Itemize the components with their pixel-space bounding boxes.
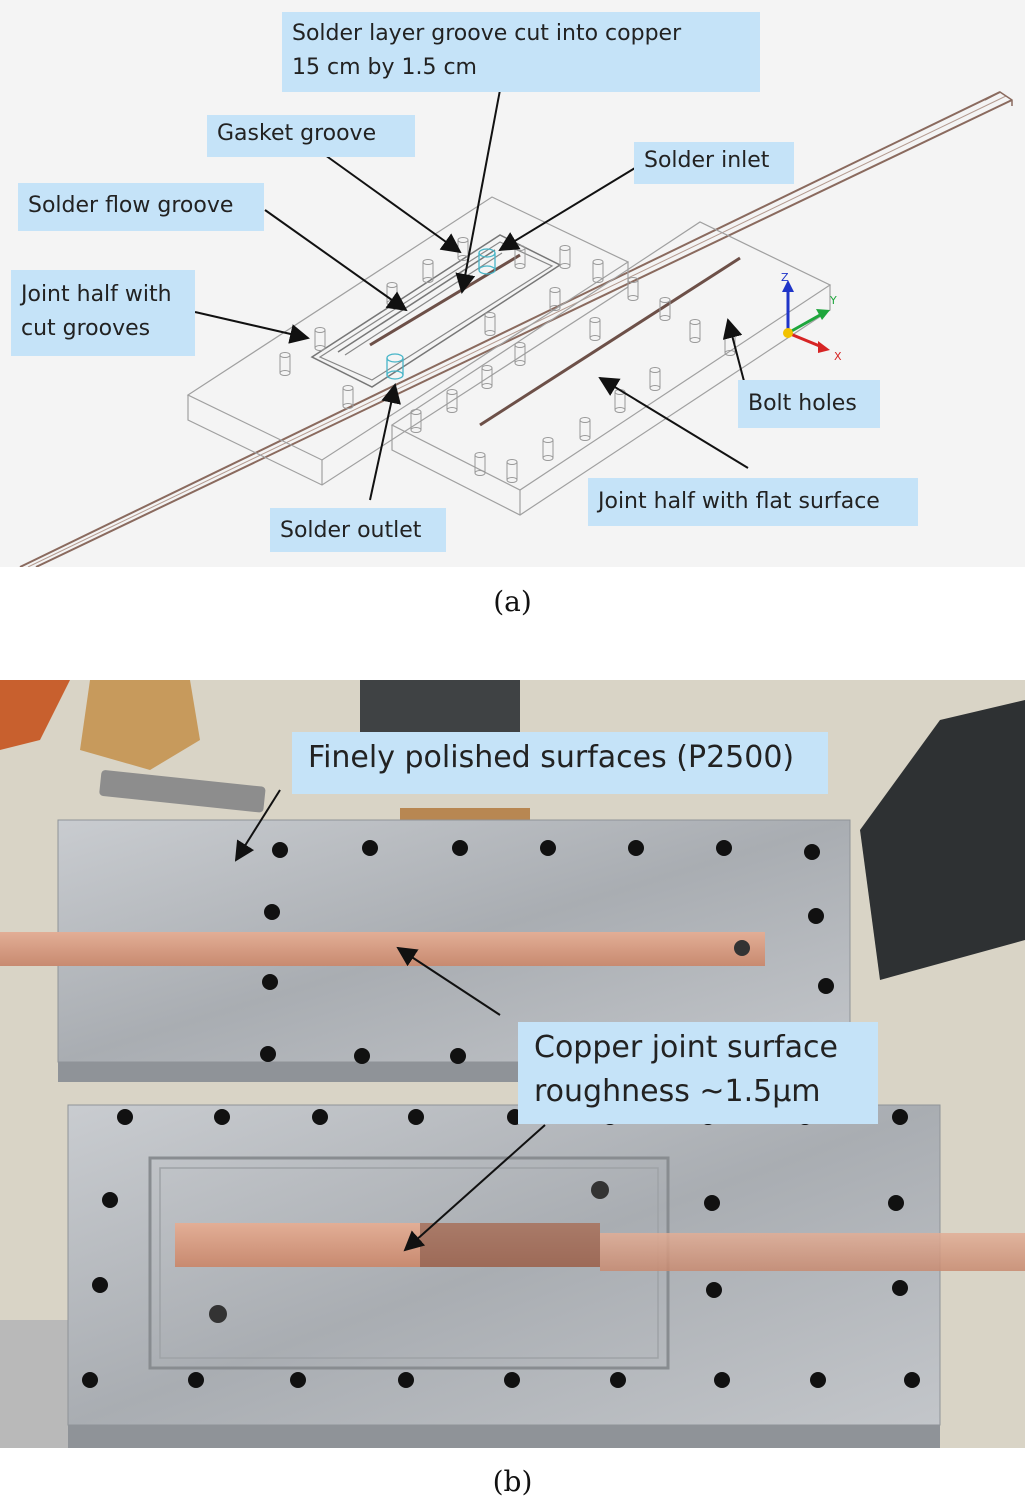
label-solder-outlet-text: Solder outlet — [280, 518, 422, 543]
label-copper-roughness-line1: Copper joint surface — [534, 1030, 838, 1065]
bolt-hole-cylinder — [542, 437, 554, 461]
label-solder-flow-groove-text: Solder flow groove — [28, 193, 234, 218]
bolt-hole — [810, 1372, 826, 1388]
joint-half-cut-grooves — [186, 196, 630, 486]
solder-outlet-cylinder — [386, 353, 404, 380]
bolt-hole — [704, 1195, 720, 1211]
bolt-holes — [279, 237, 736, 483]
bolt-hole-cylinder — [279, 352, 291, 376]
bolt-hole-cylinder — [649, 367, 661, 391]
bolt-hole — [504, 1372, 520, 1388]
bolt-hole — [706, 1282, 722, 1298]
photo-panel: Finely polished surfaces (P2500) Copper … — [0, 680, 1025, 1448]
bolt-hole-cylinder — [659, 297, 671, 321]
bolt-hole-cylinder — [559, 245, 571, 269]
label-polished-surfaces: Finely polished surfaces (P2500) — [292, 732, 828, 794]
label-solder-layer-groove-line2: 15 cm by 1.5 cm — [292, 55, 477, 80]
bolt-hole — [450, 1048, 466, 1064]
label-joint-half-cut-line1: Joint half with — [21, 282, 172, 307]
bolt-hole — [92, 1277, 108, 1293]
bolt-hole — [408, 1109, 424, 1125]
bolt-hole — [888, 1195, 904, 1211]
label-joint-half-flat: Joint half with flat surface — [588, 478, 918, 526]
bolt-hole — [818, 978, 834, 994]
label-polished-surfaces-text: Finely polished surfaces (P2500) — [308, 740, 795, 775]
label-solder-inlet: Solder inlet — [634, 142, 794, 184]
label-joint-half-cut-line2: cut grooves — [21, 316, 151, 341]
bolt-hole — [892, 1280, 908, 1296]
bolt-hole — [892, 1109, 908, 1125]
joint-half-flat — [390, 221, 832, 516]
label-copper-roughness-line2: roughness ~1.5µm — [534, 1074, 821, 1109]
leader-arrows-b — [234, 789, 546, 1252]
bolt-hole — [354, 1048, 370, 1064]
bolt-hole — [262, 974, 278, 990]
cad-drawing: Z Y X — [19, 89, 1013, 567]
bolt-hole-cylinder — [342, 385, 354, 409]
label-solder-layer-groove-line1: Solder layer groove cut into copper — [292, 21, 682, 46]
bottom-joint-block — [67, 1104, 1025, 1448]
bolt-hole — [188, 1372, 204, 1388]
bolt-hole-cylinder — [514, 342, 526, 366]
label-gasket-groove: Gasket groove — [207, 115, 415, 157]
label-solder-layer-groove: Solder layer groove cut into copper 15 c… — [282, 12, 760, 92]
bolt-hole — [716, 840, 732, 856]
bolt-hole — [610, 1372, 626, 1388]
caption-a: (a) — [493, 585, 532, 618]
bolt-hole — [102, 1192, 118, 1208]
bolt-hole — [312, 1109, 328, 1125]
bolt-hole-cylinder — [549, 287, 561, 311]
bolt-hole — [117, 1109, 133, 1125]
copper-bar — [19, 91, 1013, 567]
label-joint-half-flat-text: Joint half with flat surface — [598, 489, 880, 514]
label-solder-outlet: Solder outlet — [270, 508, 446, 552]
bolt-hole-cylinder — [579, 417, 591, 441]
label-solder-flow-groove: Solder flow groove — [18, 183, 264, 231]
bolt-hole-cylinder — [689, 319, 701, 343]
photo-drawing — [0, 680, 1025, 1448]
bolt-hole-cylinder — [410, 409, 422, 433]
bolt-hole-cylinder — [481, 365, 493, 389]
cad-panel: Z Y X Solder layer groove cut into coppe… — [0, 0, 1025, 567]
bolt-hole — [272, 842, 288, 858]
axis-y-label: Y — [829, 294, 837, 307]
bolt-hole — [904, 1372, 920, 1388]
bolt-hole — [808, 908, 824, 924]
bolt-hole-cylinder — [627, 277, 639, 301]
bolt-hole — [804, 844, 820, 860]
bolt-hole — [628, 840, 644, 856]
bolt-hole — [214, 1109, 230, 1125]
bolt-hole-cylinder — [589, 317, 601, 341]
bolt-hole-cylinder — [422, 259, 434, 283]
label-joint-half-cut-grooves: Joint half with cut grooves — [11, 270, 195, 356]
bolt-hole-cylinder — [484, 312, 496, 336]
bolt-hole-cylinder — [314, 327, 326, 351]
leader-arrows-a — [194, 89, 749, 501]
bolt-hole — [82, 1372, 98, 1388]
label-bolt-holes-text: Bolt holes — [748, 391, 857, 416]
bolt-hole — [290, 1372, 306, 1388]
bolt-hole-cylinder — [474, 452, 486, 476]
bolt-hole — [362, 840, 378, 856]
axis-triad: Z Y X — [781, 271, 842, 363]
label-gasket-groove-text: Gasket groove — [217, 121, 377, 146]
axis-z-label: Z — [781, 271, 789, 284]
bolt-hole-cylinder — [446, 389, 458, 413]
bolt-hole — [714, 1372, 730, 1388]
bolt-hole — [540, 840, 556, 856]
solder-inlet-cylinder — [478, 248, 496, 275]
bolt-hole — [398, 1372, 414, 1388]
label-solder-inlet-text: Solder inlet — [644, 148, 770, 173]
bolt-hole-cylinder — [506, 459, 518, 483]
caption-b: (b) — [492, 1465, 533, 1498]
label-copper-roughness: Copper joint surface roughness ~1.5µm — [518, 1022, 878, 1124]
bolt-hole — [452, 840, 468, 856]
axis-x-label: X — [834, 350, 842, 363]
label-bolt-holes: Bolt holes — [738, 380, 880, 428]
bolt-hole-cylinder — [592, 259, 604, 283]
bolt-hole — [264, 904, 280, 920]
bolt-hole — [260, 1046, 276, 1062]
